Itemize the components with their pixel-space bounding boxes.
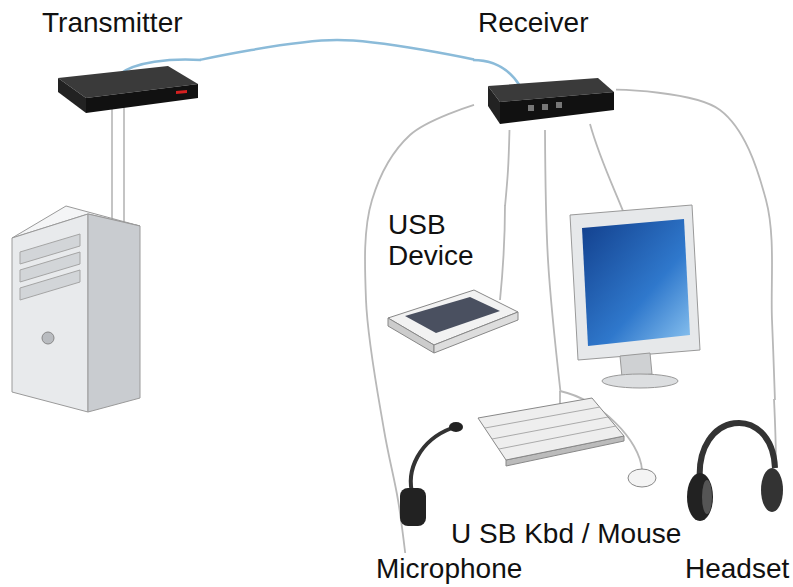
pc-tower (12, 214, 88, 412)
monitor (570, 205, 700, 360)
transmitter-box (58, 78, 86, 113)
cable (500, 205, 505, 300)
cable (590, 124, 625, 216)
cable-connector (545, 130, 561, 392)
drive-bay (20, 270, 80, 300)
port (542, 104, 548, 110)
cable-connector (200, 40, 474, 60)
device-label: Transmitter (42, 8, 183, 39)
keyboard (478, 398, 624, 460)
monitor-stand (620, 353, 652, 377)
key-row (499, 426, 616, 449)
device-label: Microphone (376, 554, 522, 585)
device-node: Receiver (474, 4, 616, 130)
device-node: USB Device (384, 206, 520, 356)
cable-connector (505, 130, 509, 206)
key-row (492, 417, 608, 439)
device-node: U SB Kbd / Mouse (451, 392, 684, 552)
device-label: Headset (685, 554, 789, 585)
pc-tower (88, 214, 140, 412)
microphone (400, 488, 426, 526)
microphone (411, 428, 452, 496)
status-led (176, 90, 187, 94)
device-node: Microphone (374, 553, 530, 586)
mouse (628, 469, 656, 487)
device-label: USB Device (388, 210, 488, 272)
receiver-box (500, 92, 614, 124)
monitor-stand (602, 374, 678, 388)
device-label: Receiver (478, 8, 588, 39)
monitor-screen (582, 219, 690, 346)
transmitter-box (86, 84, 198, 113)
cable (473, 60, 520, 86)
cable (123, 104, 125, 224)
port (556, 102, 562, 108)
headset (702, 480, 712, 514)
headset (700, 423, 775, 482)
microphone (449, 422, 463, 432)
headset (687, 473, 713, 521)
device-label: U SB Kbd / Mouse (451, 519, 681, 550)
power-button (42, 332, 54, 344)
cable (111, 106, 113, 228)
receiver-box (488, 86, 500, 124)
device-node: Headset (684, 400, 791, 586)
scanner-glass (405, 297, 500, 333)
device-node: Transmitter (38, 4, 200, 118)
headset (761, 468, 783, 512)
port (528, 105, 534, 111)
key-row (485, 407, 600, 428)
